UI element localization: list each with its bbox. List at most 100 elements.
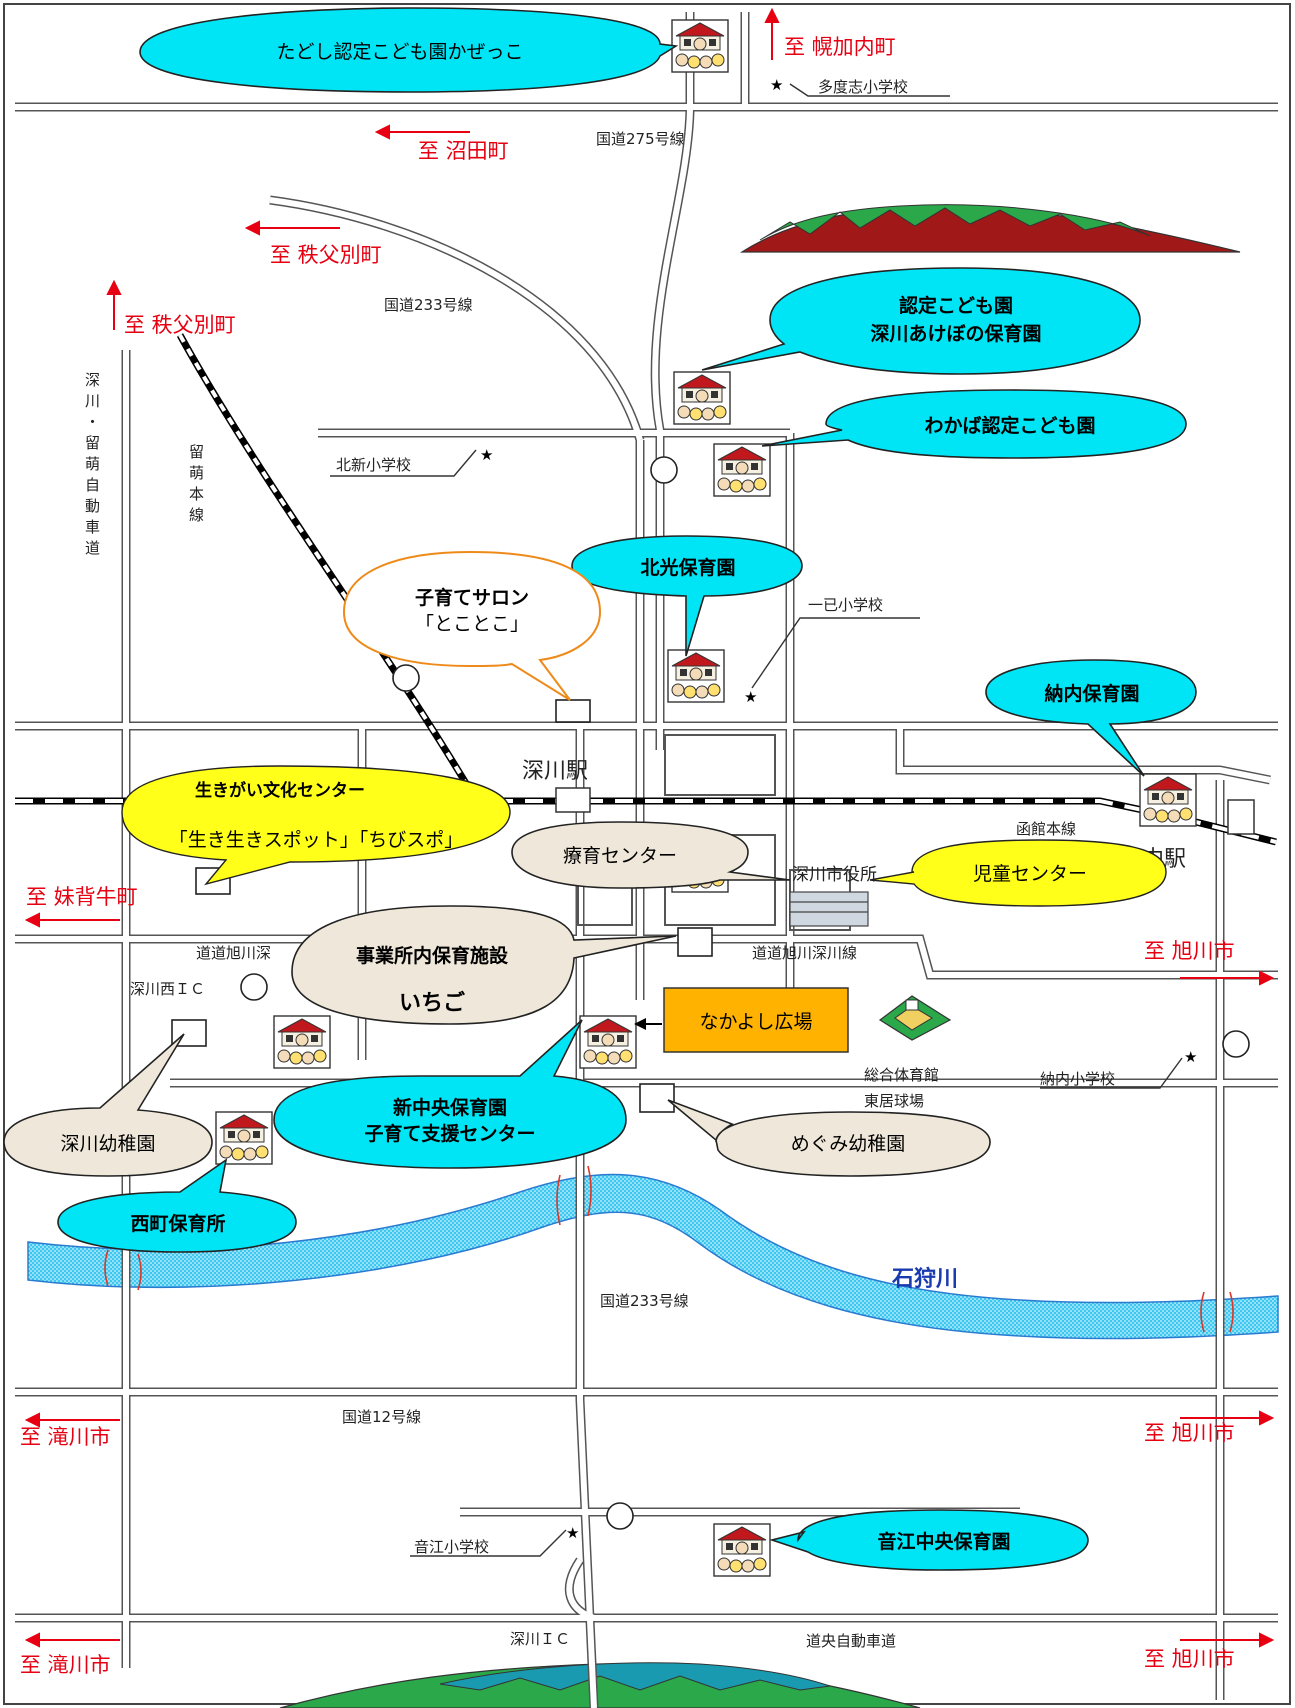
gym-icon (878, 995, 952, 1041)
city-hall: 深川市役所 (792, 865, 877, 885)
direction-imoseushi: 至 妹背牛町 (26, 885, 138, 909)
landmark-circle-icon (240, 973, 268, 1001)
direction-chippubetsu-2: 至 秩父別町 (124, 313, 236, 337)
callout-nonai-hoikuen: 納内保育園 (985, 659, 1197, 777)
svg-text:わかば認定こども園: わかば認定こども園 (924, 414, 1095, 437)
callout-nishimachi: 西町保育所 (57, 1158, 297, 1253)
direction-asahikawa-2: 至 旭川市 (1144, 1421, 1235, 1445)
school-star-icon: ★ (770, 76, 783, 94)
callout-hokko: 北光保育園 (571, 535, 803, 657)
city-hall-building (789, 891, 869, 927)
callout-fukagawa-kinder: 深川幼稚園 (3, 1033, 213, 1177)
nakayoshi-hiroba-box: なかよし広場 (634, 987, 849, 1053)
school-ichii: 一已小学校 (808, 596, 883, 614)
gym-label: 総合体育館 (864, 1066, 939, 1084)
road-label-hakodate-line: 函館本線 (1016, 820, 1076, 838)
school-nonai: 納内小学校 (1040, 1070, 1115, 1088)
fukagawa-station: 深川駅 (522, 759, 588, 784)
svg-text:認定こども園: 認定こども園 (899, 294, 1013, 317)
road-label-expressway-vertical: 深川・留萌自動車道 (83, 372, 101, 561)
nursery-building-icon (671, 19, 729, 73)
ishikari-river (27, 1173, 1279, 1340)
nursery-building-icon (667, 649, 725, 703)
svg-text:新中央保育園: 新中央保育園 (393, 1096, 507, 1119)
direction-takikawa-1: 至 滝川市 (20, 1425, 111, 1449)
landmark-circle-icon (1222, 1030, 1250, 1058)
nursery-building-icon (273, 1015, 331, 1069)
road-label-r233-south: 国道233号線 (600, 1292, 689, 1310)
callout-shinchuo: 新中央保育園 子育て支援センター (273, 1019, 627, 1169)
svg-text:北光保育園: 北光保育園 (640, 556, 735, 579)
svg-text:西町保育所: 西町保育所 (130, 1212, 225, 1235)
school-markers: ★ 多度志小学校 ★ 北新小学校 ★ 一已小学校 ★ 納内小学校 ★ 音江小学校 (330, 76, 1197, 1557)
road-network (15, 12, 1278, 1708)
road-label-r275: 国道275号線 (596, 130, 685, 148)
callout-kazekko: たどし認定こども園かぜっこ (139, 7, 679, 93)
station-building (555, 787, 591, 813)
road-label-r12: 国道12号線 (342, 1408, 421, 1426)
direction-horokanai: 至 幌加内町 (784, 35, 896, 59)
school-taisushi: 多度志小学校 (818, 78, 908, 96)
landmark-circles (240, 456, 1250, 1530)
callout-megumi: めぐみ幼稚園 (667, 1099, 991, 1177)
nursery-building-icon (579, 1015, 637, 1069)
direction-asahikawa-1: 至 旭川市 (1144, 939, 1235, 963)
school-hokushin: 北新小学校 (336, 456, 411, 474)
svg-text:生きがい文化センター: 生きがい文化センター (195, 780, 365, 801)
nursery-building-icon (713, 443, 771, 497)
school-otoe: 音江小学校 (414, 1538, 489, 1556)
fukagawa-west-ic: 深川西ＩＣ (130, 980, 205, 998)
school-star-icon: ★ (1184, 1048, 1197, 1066)
callout-ichigo: 事業所内保育施設 いちご (291, 905, 677, 1025)
road-label-asahikawa-fukagawa-2: 道道旭川深川線 (752, 944, 857, 962)
svg-text:いちご: いちご (399, 990, 465, 1016)
svg-text:めぐみ幼稚園: めぐみ幼稚園 (791, 1133, 906, 1155)
nursery-building-icon (1139, 773, 1197, 827)
road-label-asahikawa-fukagawa-1: 道道旭川深 (196, 944, 271, 962)
svg-text:療育センター: 療育センター (563, 845, 677, 867)
river-label: 石狩川 (891, 1266, 958, 1292)
ballpark-label: 東居球場 (864, 1092, 924, 1110)
mountain-south (279, 1662, 921, 1708)
svg-text:「とことこ」: 「とことこ」 (415, 613, 529, 635)
direction-numata: 至 沼田町 (418, 139, 509, 163)
callout-salon: 子育てサロン 「とことこ」 (342, 550, 602, 701)
callout-ryoiku: 療育センター (511, 821, 791, 889)
svg-text:たどし認定こども園かぜっこ: たどし認定こども園かぜっこ (276, 41, 523, 63)
nursery-building-icon (215, 1111, 273, 1165)
landmark-circle-icon (606, 1502, 634, 1530)
direction-asahikawa-3: 至 旭川市 (1144, 1647, 1235, 1671)
school-star-icon: ★ (566, 1524, 579, 1542)
direction-takikawa-2: 至 滝川市 (20, 1653, 111, 1677)
callout-jido: 児童センター (869, 839, 1167, 907)
road-label-doou-expressway: 道央自動車道 (806, 1632, 896, 1650)
nursery-building-icon (673, 371, 731, 425)
svg-text:子育てサロン: 子育てサロン (415, 586, 529, 609)
road-label-rumoi-line: 留萌本線 (187, 444, 205, 528)
svg-text:事業所内保育施設: 事業所内保育施設 (356, 944, 509, 967)
landmark-circle-icon (650, 456, 678, 484)
callout-wakaba: わかば認定こども園 (761, 389, 1187, 459)
svg-text:深川幼稚園: 深川幼稚園 (60, 1133, 155, 1155)
svg-text:納内保育園: 納内保育園 (1044, 682, 1139, 705)
callout-otoe-chuo: 音江中央保育園 (769, 1509, 1089, 1571)
callout-ikigai: 生きがい文化センター 「生き生きスポット」「ちびスポ」 (121, 765, 511, 886)
fukagawa-ic: 深川ＩＣ (510, 1630, 570, 1648)
mountain-north (739, 204, 1241, 253)
direction-chippubetsu-1: 至 秩父別町 (270, 243, 382, 267)
nonai-station-building (1227, 799, 1255, 835)
nursery-building-icon (713, 1523, 771, 1577)
svg-text:児童センター: 児童センター (973, 863, 1087, 885)
svg-text:「生き生きスポット」「ちびスポ」: 「生き生きスポット」「ちびスポ」 (169, 829, 464, 851)
callout-akebono: 認定こども園 深川あけぼの保育園 (701, 267, 1141, 375)
svg-text:深川あけぼの保育園: 深川あけぼの保育園 (870, 322, 1041, 345)
road-label-r233-north: 国道233号線 (384, 296, 473, 314)
direction-arrows (24, 7, 1275, 1648)
bridges (104, 1165, 1234, 1333)
svg-text:なかよし広場: なかよし広場 (699, 1011, 812, 1033)
svg-text:音江中央保育園: 音江中央保育園 (877, 1530, 1010, 1553)
landmark-circle-icon (392, 664, 420, 692)
school-star-icon: ★ (744, 688, 757, 706)
school-star-icon: ★ (480, 446, 493, 464)
